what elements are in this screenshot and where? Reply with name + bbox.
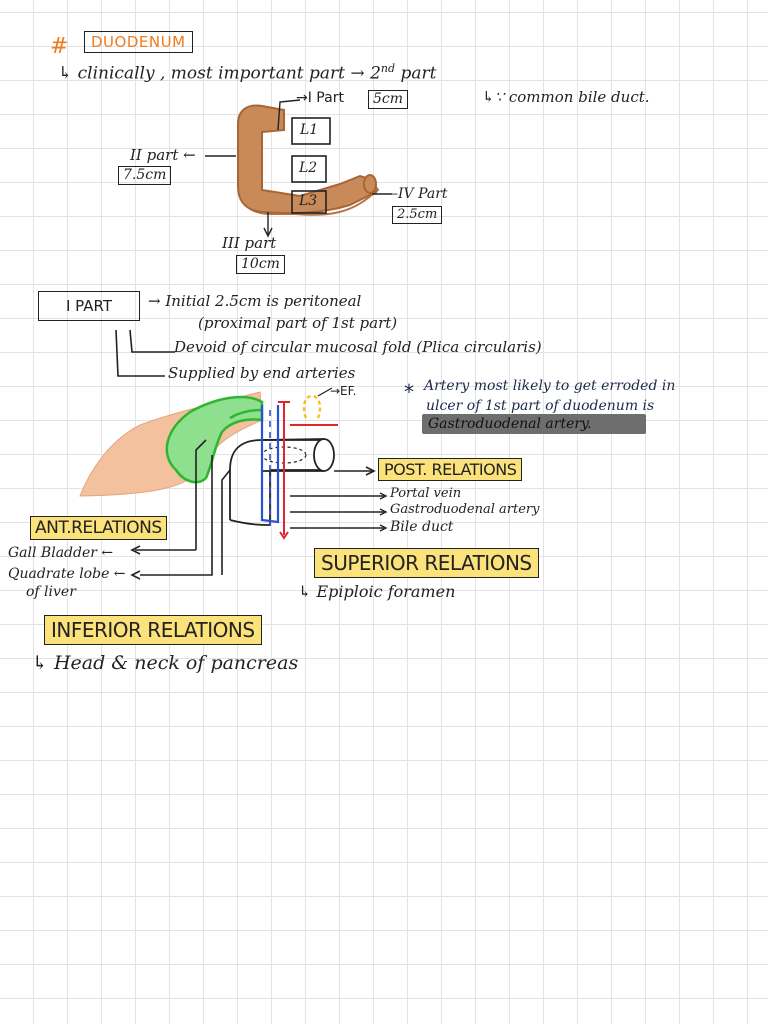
page-title: DUODENUM bbox=[84, 31, 193, 53]
ant-arrow-2 bbox=[130, 570, 141, 580]
post-item-arrow3 bbox=[379, 524, 388, 532]
superior-item: ↳ Epiploic foramen bbox=[298, 582, 456, 601]
note-star: * bbox=[404, 380, 414, 404]
first-part-label: I PART bbox=[38, 291, 140, 321]
first-part-line3: Devoid of circular mucosal fold (Plica c… bbox=[174, 338, 542, 356]
intro-part: part bbox=[400, 63, 437, 84]
part3-length: 10cm bbox=[236, 255, 285, 274]
part2-length: 7.5cm bbox=[118, 166, 172, 185]
post-item-arrow1 bbox=[379, 492, 388, 500]
ant-line2 bbox=[182, 455, 213, 576]
superior-relations-title: SUPERIOR RELATIONS bbox=[314, 548, 539, 578]
inferior-relations-title: INFERIOR RELATIONS bbox=[44, 615, 262, 645]
post-item-portal-vein: Portal vein bbox=[390, 486, 462, 501]
note-line1: Artery most likely to get erroded in bbox=[424, 378, 676, 394]
gb-duct bbox=[229, 408, 263, 420]
ant-relations-title: ANT.RELATIONS bbox=[30, 516, 167, 540]
duodenum-lumen bbox=[313, 438, 335, 472]
first-part-line2: (proximal part of 1st part) bbox=[198, 314, 398, 332]
l1-label: L1 bbox=[300, 122, 319, 138]
ant-item-of-liver: of liver bbox=[26, 584, 76, 600]
ef-pointer bbox=[317, 387, 333, 397]
l3-box bbox=[291, 190, 327, 214]
gastroduodenal-artery bbox=[278, 401, 290, 540]
intro-clinically-text: ↳ clinically , most important part → 2 bbox=[58, 63, 381, 84]
post-item-bile-duct: Bile duct bbox=[390, 519, 454, 535]
inferior-item: ↳ Head & neck of pancreas bbox=[32, 652, 299, 674]
title-hash: # bbox=[50, 34, 69, 59]
l2-box bbox=[291, 155, 327, 183]
ant-arrow-1 bbox=[130, 545, 141, 555]
part2-label: II part ← bbox=[130, 146, 196, 164]
pointer-part1 bbox=[277, 99, 301, 131]
part1-label: →I Part bbox=[296, 90, 344, 106]
ant-item-quadrate-lobe: Quadrate lobe ← bbox=[8, 566, 126, 582]
l1-box bbox=[291, 117, 331, 145]
note-line3-highlight: Gastroduodenal artery. bbox=[422, 414, 646, 434]
ant-item-gall-bladder: Gall Bladder ← bbox=[8, 545, 114, 561]
post-arrow bbox=[365, 466, 376, 476]
ant-line4 bbox=[221, 469, 231, 575]
intro-line-clinically: ↳ clinically , most important part → 2nd… bbox=[58, 62, 436, 84]
arrowhead-part3 bbox=[263, 227, 273, 238]
part3-label: III part bbox=[222, 234, 277, 252]
first-part-line4: Supplied by end arteries bbox=[168, 364, 356, 382]
part4-label: —IV Part bbox=[384, 186, 448, 202]
bracket-line4 bbox=[115, 329, 165, 377]
note-line2: ulcer of 1st part of duodenum is bbox=[426, 398, 655, 414]
post-item-arrow2 bbox=[379, 508, 388, 516]
ant-line1 bbox=[195, 439, 207, 550]
post-relations-title: POST. RELATIONS bbox=[378, 458, 523, 481]
intro-line-bile-duct: ↳∵ common bile duct. bbox=[482, 88, 650, 106]
epiploic-foramen bbox=[302, 394, 322, 419]
bracket-line3 bbox=[129, 329, 175, 353]
part1-length: 5cm bbox=[368, 90, 409, 109]
intro-nd: nd bbox=[380, 62, 396, 75]
first-part-line1: → Initial 2.5cm is peritoneal bbox=[148, 292, 362, 310]
gallbladder-shape bbox=[165, 395, 264, 484]
l3-label: L3 bbox=[299, 193, 318, 209]
l2-label: L2 bbox=[299, 160, 318, 176]
duodenum-tube bbox=[261, 438, 325, 472]
post-item-gastroduodenal-artery: Gastroduodenal artery bbox=[390, 502, 540, 517]
duodenum-end bbox=[363, 174, 377, 194]
part4-length: 2.5cm bbox=[392, 206, 443, 224]
ef-label: →EF. bbox=[330, 384, 357, 398]
